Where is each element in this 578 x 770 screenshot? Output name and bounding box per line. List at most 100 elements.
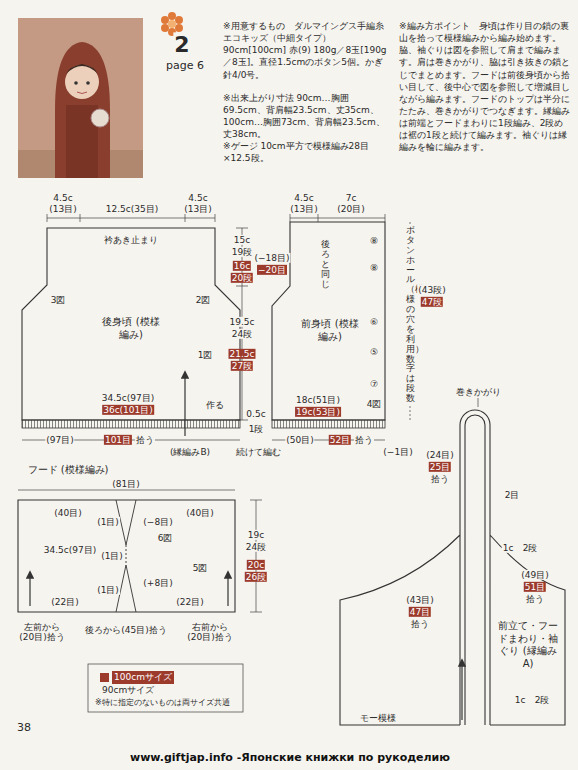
size-100-label: 52目 (329, 435, 351, 445)
dimension-lines (18, 214, 410, 612)
dimension-label: (1目) (96, 517, 120, 527)
dimension-label: ⑥ (369, 317, 379, 327)
dimension-label: (22目) (50, 597, 79, 607)
dimension-label: 1段 (248, 424, 265, 434)
dimension-label: (13目) (289, 204, 318, 214)
dimension-label: 15c (233, 235, 251, 245)
vertical-note: ボタンホール（模様の穴を利用）数字は段数 (405, 226, 416, 404)
dimension-label: 3図 (50, 295, 67, 305)
dimension-label: (49目) (520, 570, 549, 580)
dimension-label: 6図 (157, 533, 174, 543)
dimension-label: 1c (514, 695, 527, 705)
instruction-text: ※ゲージ 10cm平方で模様編み28目×12.5段。 (222, 140, 389, 164)
dimension-label: 19.5c (229, 317, 256, 327)
dimension-label: 4図 (366, 399, 383, 409)
dimension-label: (縁編みB) (169, 447, 211, 457)
dimension-label: 拾う (430, 474, 450, 484)
dimension-label: 4.5c (187, 193, 208, 203)
size-100-label: 16c (233, 261, 251, 271)
dimension-label: 19段 (231, 247, 253, 257)
dimension-label: ⑧ (369, 236, 379, 246)
pattern-number: 2 (173, 32, 190, 57)
size-100-label: −20目 (257, 265, 287, 275)
piece-outline-shape (340, 410, 565, 725)
dimension-label: 24段 (231, 329, 253, 339)
dimension-label: 12.5c(35目) (105, 204, 159, 214)
dimension-label: (1目) (100, 551, 124, 561)
dimension-label: 拾う (354, 435, 374, 445)
size-100-label: 20段 (231, 273, 253, 283)
size-100-label: 20c (247, 560, 265, 570)
legend-entry: 100cmサイズ (100, 671, 174, 684)
piece-outline-shape (22, 228, 240, 420)
dimension-label: 拾う (525, 594, 545, 604)
legend-text: 100cmサイズ (112, 671, 174, 684)
dimension-label: (43段) (417, 285, 446, 295)
dimension-label: ⑧ (369, 263, 379, 273)
direction-arrows (30, 372, 462, 720)
dimension-label: モー模様 (359, 713, 397, 723)
legend-frame (88, 664, 243, 712)
dimension-label: 拾う (410, 619, 430, 629)
pattern-piece: 前立て・フードまわり・袖ぐり (縁編みA) (340, 395, 565, 730)
dimension-label: 34.5c(97目) (43, 545, 97, 555)
dimension-label: ⑦ (369, 379, 379, 389)
ribbing (22, 420, 385, 428)
dimension-label: (13目) (48, 204, 77, 214)
piece-outline (340, 395, 565, 730)
size-100-label: 101目 (104, 435, 132, 445)
piece-name: フード (模様編み) (27, 464, 110, 477)
dimension-label: 5図 (192, 563, 209, 573)
piece-name: 後身頃 (模様編み) (99, 316, 163, 341)
size-100-label: 21.5c (229, 349, 256, 359)
dimension-label: (43目) (405, 595, 434, 605)
dimension-label: (24目) (425, 450, 454, 460)
dimension-label: 4.5c (52, 193, 73, 203)
dimension-label: (−8目) (142, 517, 173, 527)
dimension-label: (−1目) (382, 447, 413, 457)
dimension-label: 34.5c(97目) (101, 393, 155, 403)
dimension-label: 拾う (135, 435, 155, 445)
page-number: page 6 (165, 60, 205, 73)
dimension-label: 2段 (534, 695, 551, 705)
dimension-label: (50目) (285, 435, 314, 445)
dimension-label: 巻きかがり (455, 387, 502, 397)
leader-lines (478, 398, 479, 407)
size-100-label: 25目 (429, 462, 451, 472)
dimension-label: (−18目) (253, 253, 290, 263)
legend-entry: 90cmサイズ (100, 684, 156, 697)
dimension-label: 後ろから(45目)拾う (84, 625, 167, 635)
dimension-label: (+8目) (142, 578, 173, 588)
instruction-text: ※用意するもの ダルマイングス手編糸 エコキッズ（中細タイプ） 90cm[100… (222, 20, 389, 81)
dimension-label: 4.5c (293, 193, 314, 203)
dimension-label: 衿あき止まり (103, 235, 159, 245)
instruction-text: ※編み方ポイント 身頃は作り目の鎖の裏山を拾って模様編みから編み始めます。脇、袖… (398, 20, 572, 154)
photo (18, 18, 143, 178)
pickup-note: 左前から (20目)拾う (15, 622, 69, 643)
dimension-label: (81目) (111, 479, 140, 489)
size-100-label: 36c(101目) (102, 405, 154, 415)
dimension-label: 作る (205, 400, 225, 410)
dimension-label: ⑤ (369, 347, 379, 357)
dimension-label: (1目) (96, 585, 120, 595)
dimension-label: 続けて編む (235, 447, 282, 457)
size-100-label: 47段 (421, 297, 443, 307)
dimension-label: (97目) (45, 435, 74, 445)
dimension-label: 1図 (197, 350, 214, 360)
legend-text: 90cmサイズ (100, 684, 156, 697)
legend-swatch (100, 673, 109, 682)
dimension-label: (22目) (175, 597, 204, 607)
dimension-label: (13目) (183, 204, 212, 214)
watermark: www.giftjap.info -Японские книжки по рук… (129, 752, 451, 765)
pickup-note: 右前から (20目)拾う (183, 622, 237, 643)
piece-name: 前身頃 (模様編み) (298, 318, 362, 343)
size-100-label: 26段 (245, 572, 267, 582)
piece-name: 前立て・フードまわり・袖ぐり (縁編みA) (494, 620, 562, 670)
dimension-label: (40目) (185, 508, 214, 518)
vertical-note: 後ろと同じ (320, 240, 331, 289)
dimension-label: (40目) (53, 508, 82, 518)
dimension-label: 7c (345, 193, 358, 203)
dimension-label: 0.5c (245, 409, 266, 419)
piece-outline-shape (272, 222, 385, 420)
dimension-label: 2図 (195, 295, 212, 305)
